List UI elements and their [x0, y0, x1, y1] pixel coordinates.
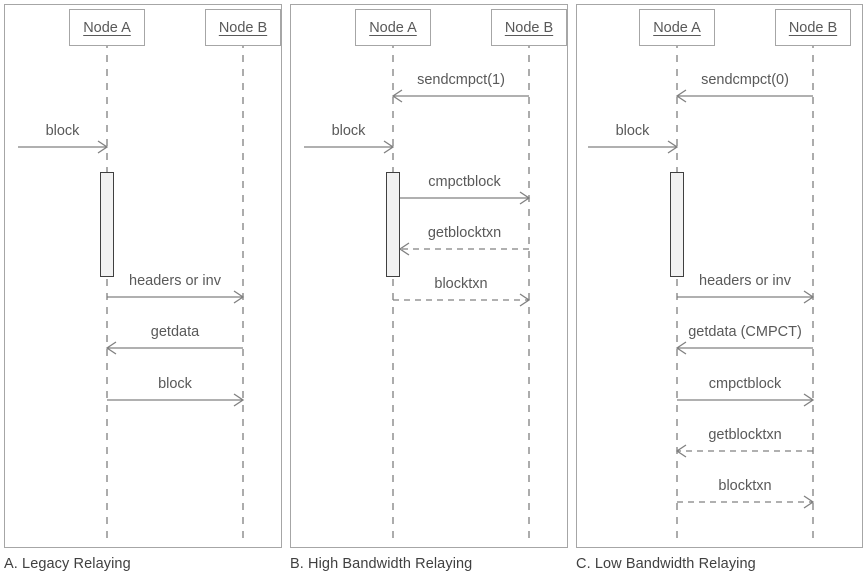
message-arrow — [393, 293, 531, 307]
message-label: getblocktxn — [708, 427, 782, 443]
message-arrow — [677, 290, 815, 304]
actor-box-node-b[interactable]: Node B — [491, 9, 567, 46]
message-arrow — [675, 341, 813, 355]
actor-label: Node A — [83, 19, 131, 36]
message-arrow — [107, 290, 245, 304]
message-label: block — [158, 376, 192, 392]
message-label: getdata — [150, 324, 200, 340]
message-label: block — [45, 123, 80, 139]
sequence-diagram-panel-a: Node A Node B block headers or inv getdata bl… — [4, 4, 282, 548]
panel-drawing-layer — [588, 41, 815, 541]
actor-box-node-a[interactable]: Node A — [69, 9, 145, 46]
message-label: getdata (CMPCT) — [688, 324, 802, 340]
message-label: sendcmpct(1) — [417, 72, 505, 88]
message-label: cmpctblock — [708, 376, 782, 392]
activation-bar — [386, 172, 400, 277]
message-label: cmpctblock — [428, 174, 501, 190]
message-label: blocktxn — [434, 276, 488, 292]
activation-bar — [670, 172, 684, 277]
panel-caption: A. Legacy Relaying — [4, 556, 131, 572]
message-label: block — [331, 123, 366, 139]
message-label: headers or inv — [129, 273, 221, 289]
actor-box-node-b[interactable]: Node B — [775, 9, 851, 46]
message-arrow — [107, 393, 245, 407]
message-arrow — [400, 191, 531, 205]
message-arrow — [18, 140, 109, 154]
message-arrow — [675, 444, 813, 458]
message-arrow — [588, 140, 679, 154]
actor-box-node-a[interactable]: Node A — [355, 9, 431, 46]
message-arrow — [675, 89, 813, 103]
panel-caption: B. High Bandwidth Relaying — [290, 556, 473, 572]
actor-label: Node B — [504, 19, 554, 36]
actor-label: Node B — [788, 19, 838, 36]
activation-bar — [100, 172, 114, 277]
panel-caption: C. Low Bandwidth Relaying — [576, 556, 756, 572]
actor-box-node-b[interactable]: Node B — [205, 9, 281, 46]
message-arrow — [677, 393, 815, 407]
message-label: blocktxn — [718, 478, 772, 494]
message-label: headers or inv — [699, 273, 791, 289]
message-arrow — [105, 341, 243, 355]
message-label: getblocktxn — [427, 225, 502, 241]
actor-box-node-a[interactable]: Node A — [639, 9, 715, 46]
actor-label: Node B — [218, 19, 268, 36]
message-label: sendcmpct(0) — [701, 72, 789, 88]
sequence-diagram-panel-b: Node A Node B sendcmpct(1) block cmpctblock g… — [290, 4, 568, 548]
sequence-diagram-panel-c: Node A Node B sendcmpct(0) block headers or … — [576, 4, 863, 548]
actor-label: Node A — [653, 19, 701, 36]
message-arrow — [391, 89, 529, 103]
message-arrow — [304, 140, 395, 154]
message-arrow — [677, 495, 815, 509]
actor-label: Node A — [369, 19, 417, 36]
panel-drawing-layer — [18, 41, 245, 541]
panel-drawing-layer — [304, 41, 531, 541]
message-arrow — [398, 242, 529, 256]
message-label: block — [615, 123, 650, 139]
